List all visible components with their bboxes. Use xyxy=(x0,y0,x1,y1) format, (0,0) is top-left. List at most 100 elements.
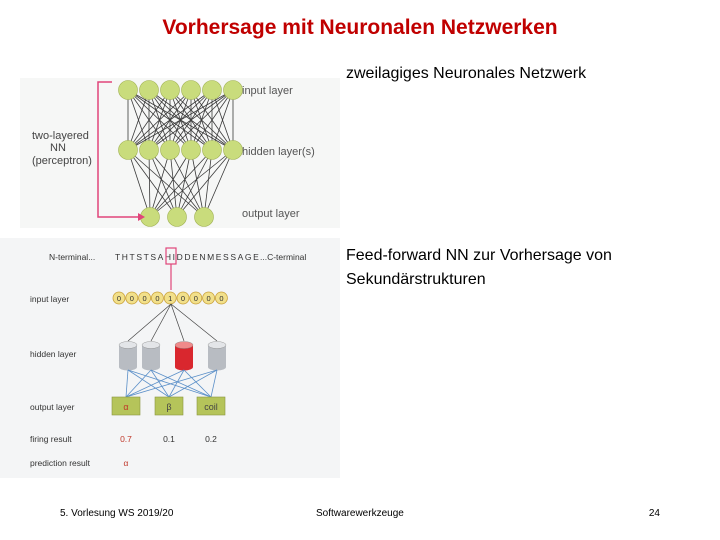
edge-line xyxy=(170,303,185,342)
caption-bottom-line1: Feed-forward NN zur Vorhersage von xyxy=(346,247,612,264)
caption-bottom-line2: Sekundärstrukturen xyxy=(346,271,486,288)
output-coil-label: coil xyxy=(204,402,218,412)
firing-result-label: firing result xyxy=(30,434,72,444)
edge-line xyxy=(127,369,170,398)
edge-line xyxy=(127,149,178,218)
input-value-text: 0 xyxy=(219,294,223,303)
slide-title: Vorhersage mit Neuronalen Netzwerken xyxy=(162,16,558,39)
output-alpha-box xyxy=(111,396,141,416)
output-coil-box xyxy=(196,396,226,416)
edge-line xyxy=(127,89,150,151)
input-node xyxy=(202,80,222,100)
edge-line xyxy=(127,89,192,151)
edge-line xyxy=(127,369,212,398)
output-alpha-label: α xyxy=(123,402,128,412)
edge-line xyxy=(190,149,205,218)
side-label-line3: (perceptron) xyxy=(32,155,92,167)
hidden-unit-top xyxy=(174,341,194,349)
caption-top: zweilagiges Neuronales Netzwerk xyxy=(346,65,587,82)
input-value-text: 1 xyxy=(168,294,172,303)
edge-line xyxy=(203,149,234,218)
edge-line xyxy=(127,303,172,342)
output-layer-label: output layer xyxy=(242,208,300,220)
input-value-text: 0 xyxy=(117,294,121,303)
edge-line xyxy=(125,369,185,398)
edge-line xyxy=(148,89,234,151)
input-value-text: 0 xyxy=(155,294,159,303)
firing-value-alpha: 0.7 xyxy=(120,434,132,444)
input-value-node xyxy=(163,291,177,305)
hidden-unit-top xyxy=(141,341,161,349)
edge-line xyxy=(148,149,178,218)
edge-line xyxy=(169,149,178,218)
edge-line xyxy=(203,149,213,218)
edge-line xyxy=(168,369,185,398)
edge-line xyxy=(125,369,152,398)
hidden-layer-label-2: hidden layer xyxy=(30,349,76,359)
footer-page-number: 24 xyxy=(648,508,660,519)
edge-line xyxy=(176,149,192,218)
prediction-result-label: prediction result xyxy=(30,458,91,468)
neural-network-figure: input layer hidden layer(s) output layer… xyxy=(0,78,340,478)
edge-line xyxy=(127,89,213,151)
edge-line xyxy=(176,149,234,218)
input-value-node xyxy=(202,291,216,305)
edge-line xyxy=(150,369,212,398)
n-terminal-label: N-terminal... xyxy=(49,252,95,262)
edge-line xyxy=(148,149,205,218)
input-layer-label-2: input layer xyxy=(30,294,69,304)
input-node xyxy=(160,80,180,100)
edge-line xyxy=(150,369,170,398)
input-value-text: 0 xyxy=(194,294,198,303)
node-group xyxy=(118,80,243,227)
hidden-node xyxy=(202,140,222,160)
input-value-text: 0 xyxy=(143,294,147,303)
hidden-node xyxy=(160,140,180,160)
footer-lecture: 5. Vorlesung WS 2019/20 xyxy=(60,508,174,519)
input-value-node xyxy=(125,291,139,305)
input-node xyxy=(118,80,138,100)
edge-line xyxy=(127,89,171,151)
hidden-unit-body xyxy=(119,345,137,367)
footer-course: Softwarewerkzeuge xyxy=(316,508,404,519)
input-value-node xyxy=(112,291,126,305)
edge-line xyxy=(127,89,234,151)
edge-line xyxy=(148,149,151,218)
perceptron-bracket xyxy=(97,81,138,218)
edge-line xyxy=(169,89,234,151)
edge-line xyxy=(127,149,205,218)
hidden-unit-top xyxy=(118,341,138,349)
figure-background-lower xyxy=(0,238,340,478)
output-beta-box xyxy=(154,396,184,416)
edge-line xyxy=(149,149,213,218)
edge-line xyxy=(149,149,192,218)
input-value-node xyxy=(176,291,190,305)
edge-line xyxy=(150,303,172,342)
output-layer-label-2: output layer xyxy=(30,402,75,412)
edge-line xyxy=(149,149,234,218)
hidden-unit-base xyxy=(208,363,226,371)
bracket-arrow-icon xyxy=(138,213,145,221)
hidden-unit-top xyxy=(207,341,227,349)
hidden-unit-base xyxy=(119,363,137,371)
edge-line xyxy=(169,149,205,218)
hidden-node xyxy=(118,140,138,160)
edge-line xyxy=(211,89,234,151)
output-node xyxy=(167,207,187,227)
edge-line xyxy=(168,369,218,398)
output-connections xyxy=(125,369,218,398)
input-value-node xyxy=(189,291,203,305)
edge-line xyxy=(190,89,234,151)
output-units: α β coil xyxy=(111,396,226,416)
input-value-node xyxy=(138,291,152,305)
input-value-text: 0 xyxy=(181,294,185,303)
edge-line xyxy=(210,369,218,398)
hidden-unit-body xyxy=(175,345,193,367)
input-node xyxy=(181,80,201,100)
hidden-node xyxy=(223,140,243,160)
input-value-text: 0 xyxy=(207,294,211,303)
hidden-unit-base xyxy=(142,363,160,371)
hidden-unit-base xyxy=(175,363,193,371)
hidden-node xyxy=(139,140,159,160)
firing-value-coil: 0.2 xyxy=(205,434,217,444)
